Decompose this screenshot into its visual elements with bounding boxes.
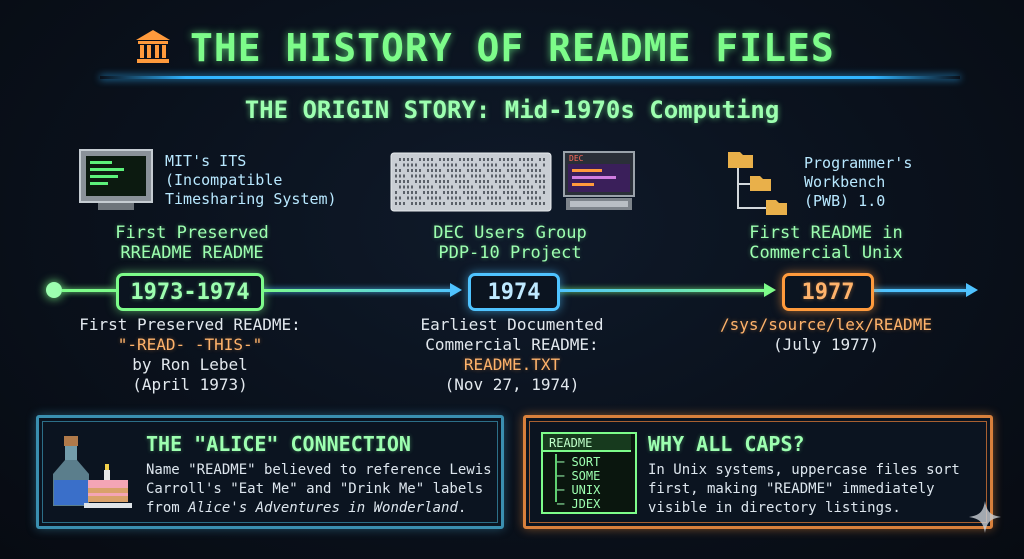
era-1-icon-caption: MIT's ITS (Incompatible Timesharing Syst…: [165, 152, 337, 208]
timeline-arrow-end: [966, 283, 978, 297]
timeline-segment-4: [872, 289, 968, 292]
alice-title: THE "ALICE" CONNECTION: [146, 432, 411, 456]
era-3-details: /sys/source/lex/README (July 1977): [720, 315, 932, 354]
era-1-details: First Preserved README: "-READ- -THIS-" …: [79, 315, 301, 394]
timeline-segment-1: [62, 289, 116, 292]
era-3-icon-caption: Programmer's Workbench (PWB) 1.0: [804, 154, 913, 210]
title-divider: [100, 76, 960, 79]
dec-terminal-icon: DEC: [562, 150, 636, 212]
cake-icon: [84, 464, 132, 510]
dec-label: DEC: [569, 154, 584, 163]
listing-entries: ─ SORT ─ SOME ─ UNIX ─ JDEX: [557, 455, 601, 511]
era-2-details: Earliest Documented Commercial README: R…: [420, 315, 604, 394]
timeline-arrow-1: [450, 283, 462, 297]
punch-card-icon: [390, 152, 552, 212]
folder-tree-icon: [726, 148, 796, 216]
timeline-segment-2: [260, 289, 456, 292]
page-subtitle: THE ORIGIN STORY: Mid-1970s Computing: [244, 96, 780, 124]
museum-icon: [134, 28, 172, 66]
listing-header: README: [543, 434, 631, 452]
alice-text: Name "README" believed to reference Lewi…: [146, 462, 492, 516]
terminal-icon: [78, 148, 154, 212]
caps-text: In Unix systems, uppercase files sort fi…: [648, 462, 960, 516]
era-1-heading: First Preserved RREADME README: [115, 223, 269, 263]
date-badge-1973: 1973-1974: [116, 273, 264, 311]
listing-tree-line: [555, 454, 557, 502]
timeline-start-dot: [46, 282, 62, 298]
timeline-arrow-2: [764, 283, 776, 297]
sparkle-icon: [968, 500, 1002, 534]
date-badge-1977: 1977: [782, 273, 874, 311]
era-2-heading: DEC Users Group PDP-10 Project: [433, 223, 587, 263]
potion-bottle-icon: [50, 436, 92, 508]
alice-connection-panel: [36, 415, 504, 529]
era-3-heading: First README in Commercial Unix: [749, 223, 903, 263]
page-title: THE HISTORY OF README FILES: [190, 26, 835, 70]
timeline-segment-3: [557, 289, 767, 292]
date-badge-1974: 1974: [468, 273, 560, 311]
caps-title: WHY ALL CAPS?: [648, 432, 805, 456]
